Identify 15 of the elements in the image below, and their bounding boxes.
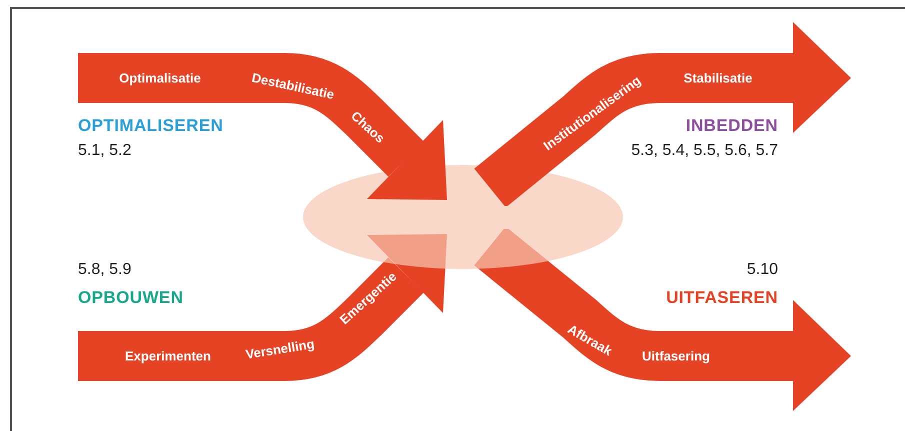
- arrow-text: Versnelling: [244, 337, 316, 361]
- arrow-text: Stabilisatie: [684, 72, 752, 84]
- overlap-ellipse: [303, 165, 623, 269]
- phase-heading: OPBOUWEN: [78, 289, 184, 306]
- phase-heading: UITFASEREN: [666, 289, 778, 306]
- section-numbers: 5.1, 5.2: [78, 143, 132, 159]
- section-numbers: 5.8, 5.9: [78, 262, 132, 278]
- curved-arrow: [78, 53, 448, 201]
- arrow-text: Optimalisatie: [119, 72, 201, 84]
- arrow-text: Experimenten: [125, 350, 211, 362]
- arrow-text: Uitfasering: [642, 350, 710, 362]
- curved-arrow: [472, 22, 852, 206]
- phase-heading: OPTIMALISEREN: [78, 117, 224, 134]
- phase-heading: INBEDDEN: [686, 117, 778, 134]
- section-numbers: 5.10: [746, 262, 778, 278]
